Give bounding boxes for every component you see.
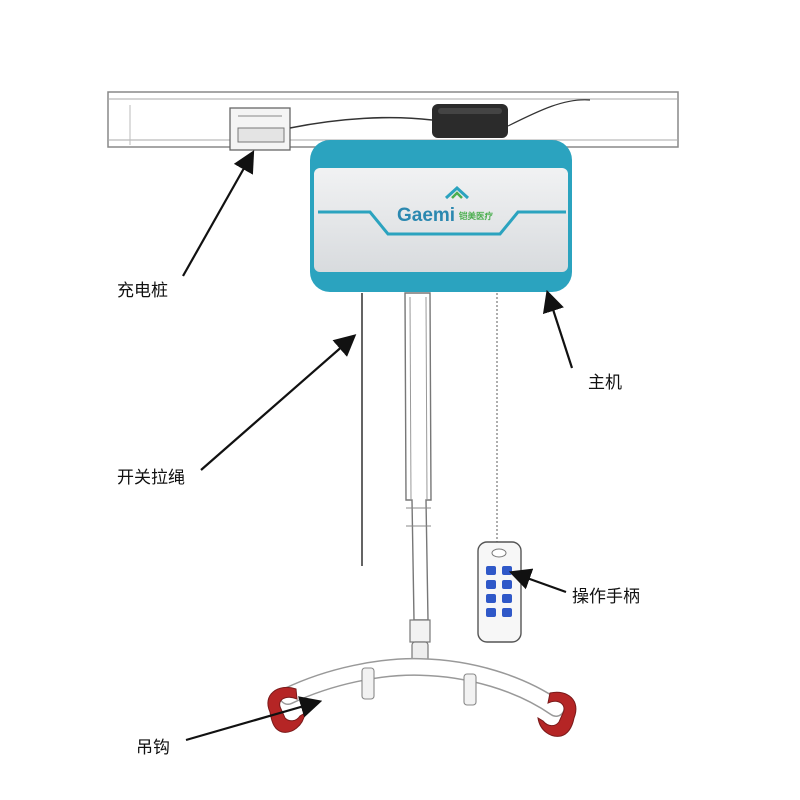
logo-text: Gaemi <box>397 205 455 226</box>
label-hook: 吊钩 <box>136 738 170 758</box>
charging-dock <box>229 107 291 151</box>
arrow-icon <box>200 334 357 471</box>
arrow-icon <box>185 696 323 742</box>
label-main-unit: 主机 <box>588 373 622 393</box>
logo-subtext: 铠美医疗 <box>458 211 494 222</box>
label-switch-cord: 开关拉绳 <box>117 468 185 488</box>
lifting-strap <box>404 292 434 675</box>
handset <box>477 293 522 643</box>
arrow-icon <box>508 568 567 594</box>
spreader-bar <box>267 657 577 737</box>
main-unit <box>310 140 572 292</box>
label-charging-dock: 充电桩 <box>117 281 168 301</box>
remote-button-icon <box>486 566 512 617</box>
power-adapter <box>289 99 591 138</box>
arrow-icon <box>542 289 574 369</box>
label-handset: 操作手柄 <box>572 587 640 607</box>
ceiling-rail <box>107 91 679 148</box>
brand-logo: Gaemi 铠美医疗 <box>397 185 494 226</box>
arrow-icon <box>182 150 255 277</box>
